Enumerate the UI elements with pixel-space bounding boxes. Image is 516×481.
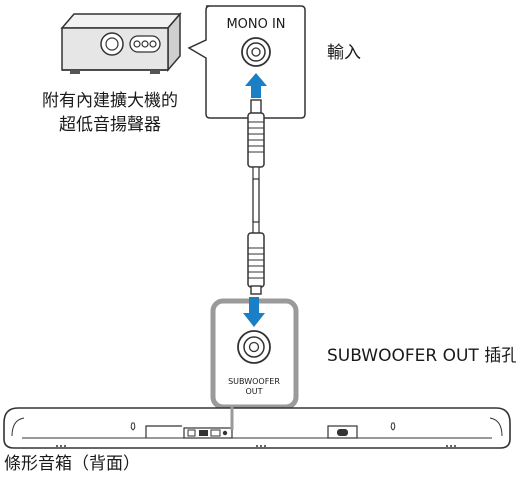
subwoofer-label: 附有內建擴大機的 超低音揚聲器 [20,89,200,137]
input-caption: 輸入 [327,43,361,63]
panel-label-line2: OUT [245,387,262,396]
arrow-down-icon [243,297,265,327]
panel-label-line1: SUBWOOFER [228,377,280,386]
soundbar-caption: 條形音箱（背面） [4,454,140,474]
arrow-up-icon [245,73,267,98]
mono-in-title: MONO IN [226,17,285,32]
port-icon [337,429,348,436]
subwoofer-device [60,11,182,74]
soundbar-rear [3,407,511,449]
subwoofer-label-line2: 超低音揚聲器 [59,115,161,135]
mono-in-callout: MONO IN [187,5,306,119]
subwoofer-label-line1: 附有內建擴大機的 [42,91,178,111]
rca-cable [247,99,265,295]
input-jacks-icon [129,35,161,53]
subwoofer-out-jack-icon [237,330,271,364]
subwoofer-out-caption: SUBWOOFER OUT 插孔 [327,346,516,366]
mono-in-jack-icon [241,37,271,67]
